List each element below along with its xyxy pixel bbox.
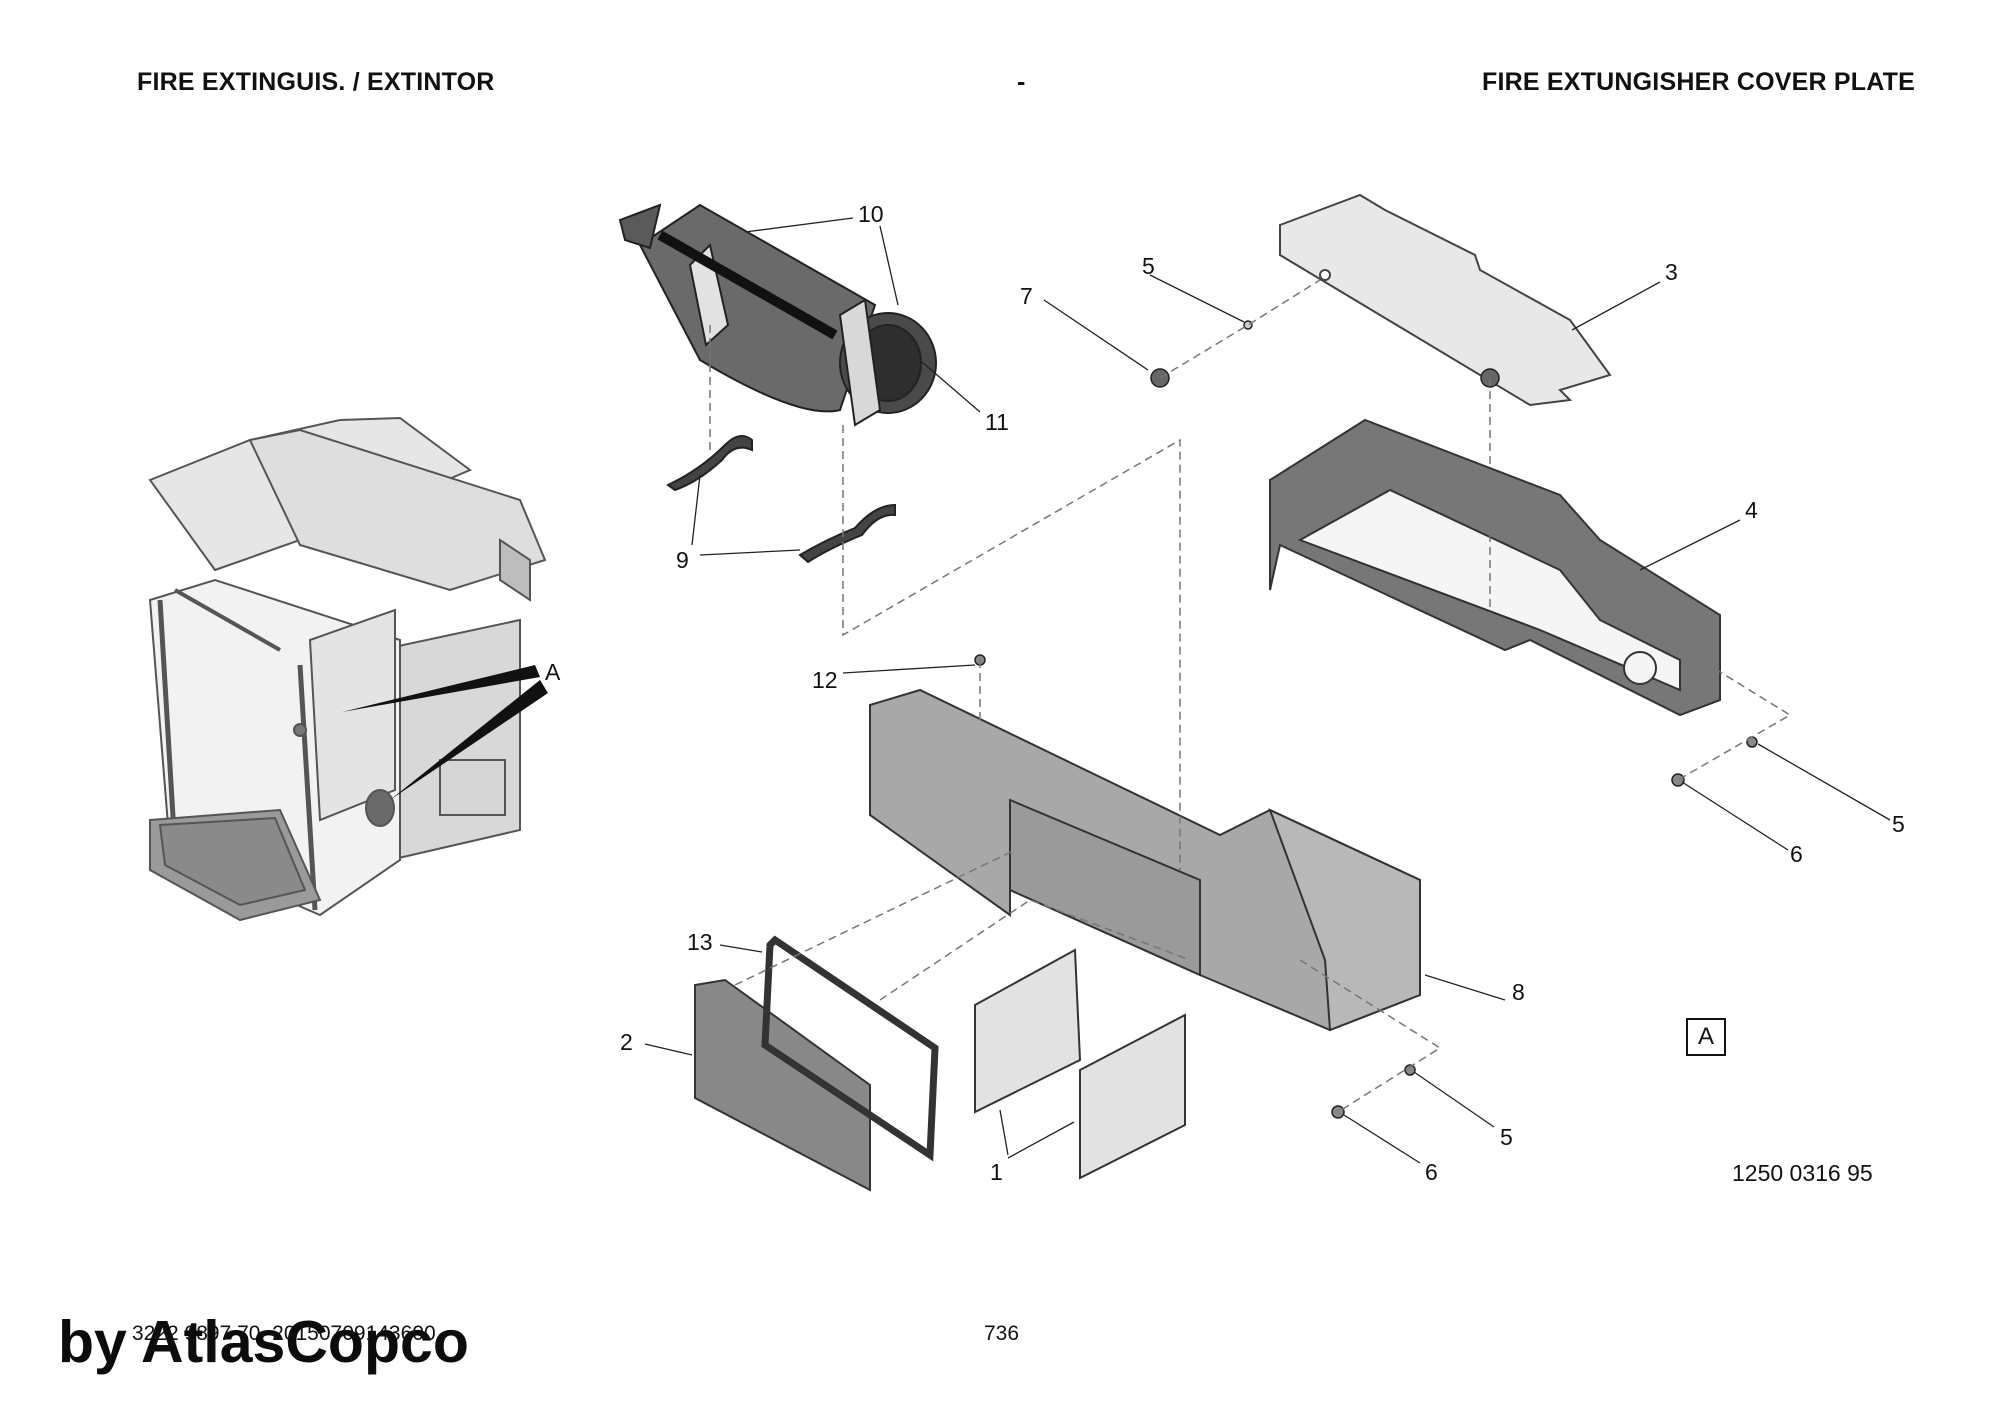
callout-5: 5: [1500, 1124, 1513, 1150]
callout-6: 6: [1425, 1159, 1438, 1185]
callout-7: 7: [1020, 283, 1033, 309]
callout-3: 3: [1665, 259, 1678, 285]
callout-9: 9: [676, 547, 689, 573]
hardware: [974, 654, 1758, 1119]
leader-lines: [644, 217, 1891, 1164]
header-left-title: FIRE EXTINGUIS. / EXTINTOR: [137, 68, 495, 96]
atlascopco-watermark: by AtlasCopco: [58, 1309, 469, 1375]
callout-8: 8: [1512, 979, 1525, 1005]
detail-a-leader: [342, 665, 540, 712]
callout-11: 11: [985, 409, 1009, 435]
header-right-title: FIRE EXTUNGISHER COVER PLATE: [1482, 68, 1915, 96]
header-middle-title: -: [1017, 68, 1026, 96]
callout-6: 6: [1790, 841, 1803, 867]
detail-a-label: A: [545, 659, 561, 685]
detail-a-leader: [390, 680, 548, 800]
callout-5: 5: [1142, 253, 1155, 279]
filter-panel: [694, 935, 1186, 1192]
cover-plate: [1279, 193, 1612, 407]
tray-housing: [869, 688, 1421, 1032]
callout-13: 13: [687, 929, 713, 955]
cab-overview: [148, 416, 547, 922]
footer-document-code: 3222 9897 70_20150709143600: [132, 1322, 436, 1345]
callout-4: 4: [1745, 497, 1758, 523]
mounting-bracket: [666, 435, 896, 564]
support-bracket: [1269, 418, 1721, 717]
footer-page-number: 736: [984, 1322, 1020, 1345]
callout-5: 5: [1892, 811, 1905, 837]
callout-10: 10: [858, 201, 884, 227]
callout-2: 2: [620, 1029, 633, 1055]
callout-1: 1: [990, 1159, 1003, 1185]
reference-number: 1250 0316 95: [1732, 1160, 1873, 1186]
view-a-badge: A: [1686, 1018, 1726, 1056]
assembly-lines: [709, 279, 1792, 1113]
fire-extinguisher: [618, 203, 937, 427]
callout-12: 12: [812, 667, 838, 693]
